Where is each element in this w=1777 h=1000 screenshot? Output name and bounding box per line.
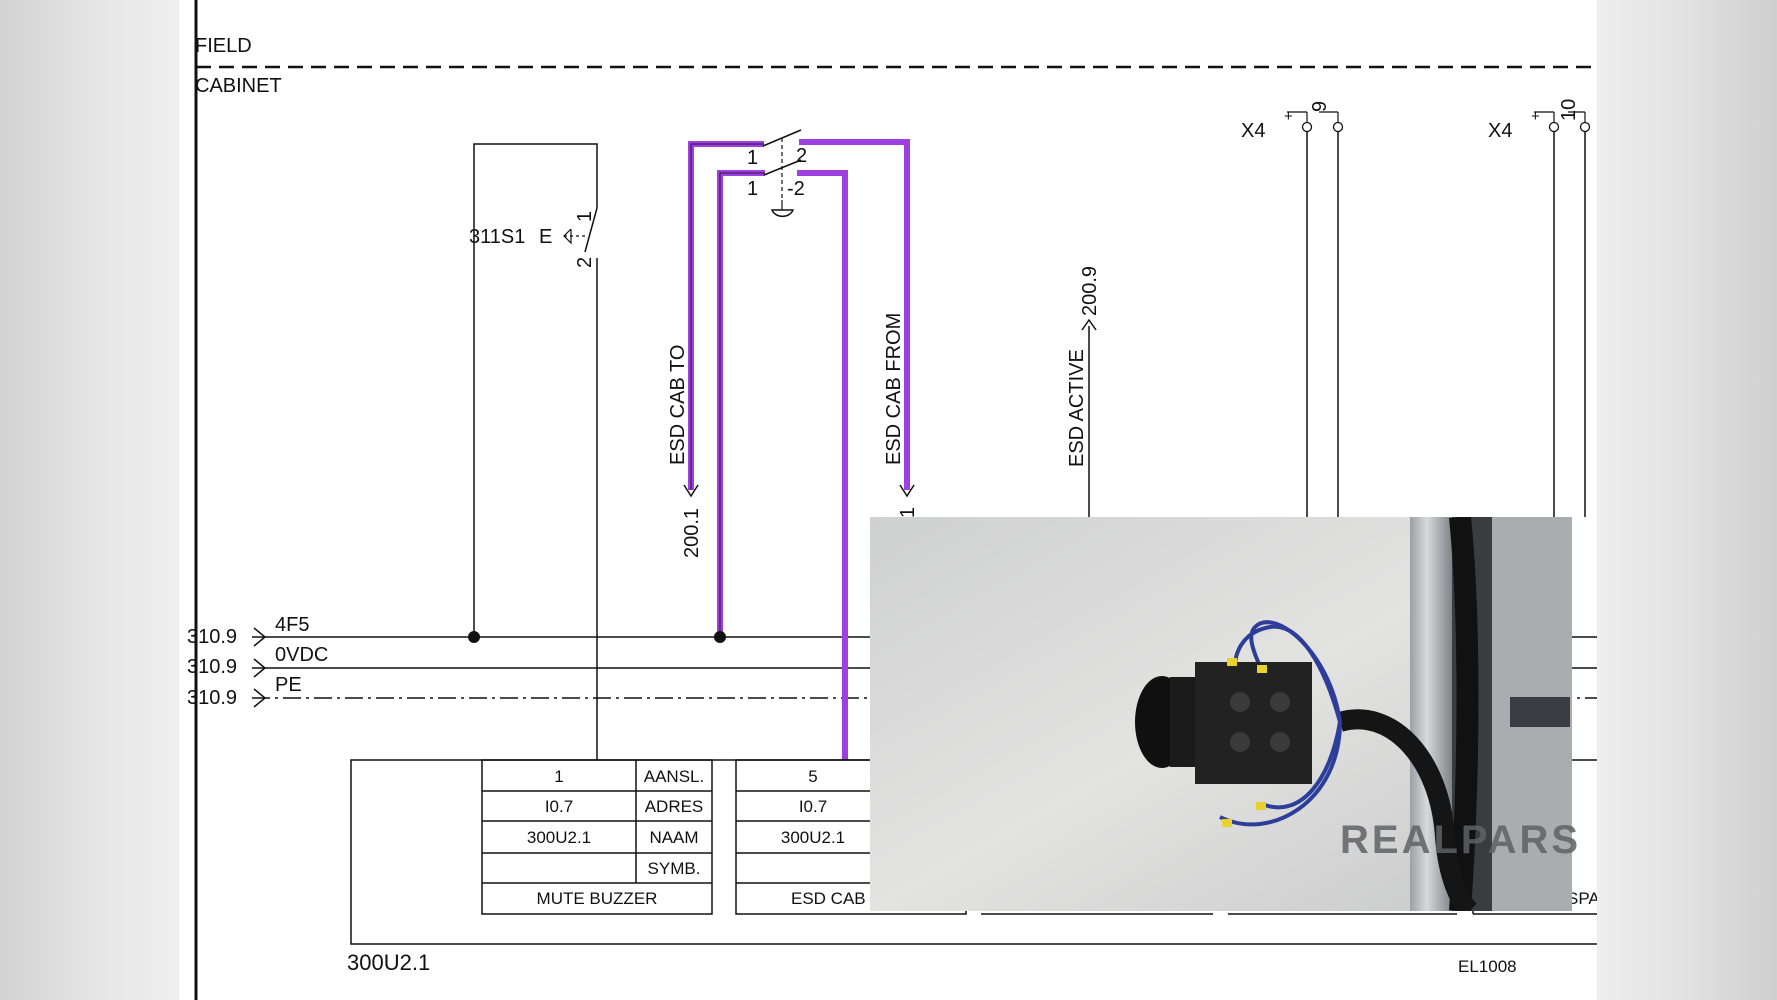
- rail-ref-2: 310.9: [187, 656, 237, 678]
- svg-text:+: +: [1284, 108, 1293, 125]
- terminal-x4-10: X4 + 10: [1488, 99, 1591, 517]
- junction-dot: [714, 631, 726, 643]
- realpars-logo: REALPARS: [1340, 818, 1582, 862]
- estop-pin-lower-right: -2: [787, 178, 805, 200]
- field-name-aansl: AANSL.: [644, 767, 704, 786]
- estop-pin-lower-left: 1: [747, 178, 758, 200]
- terminal-x4-10-label: X4: [1488, 120, 1512, 142]
- wiring-diagram: FIELD CABINET 310.9 310.9 310.9 4F5 0VDC…: [187, 0, 1597, 1000]
- signal-labels: ESD CAB TO 200.1 ESD CAB FROM 1 ESD ACTI…: [667, 266, 1101, 558]
- terminal-x4-9-number: 9: [1309, 101, 1331, 112]
- cell-aansl: 5: [808, 767, 817, 786]
- cell-naam: 300U2.1: [527, 828, 591, 847]
- esd-highlighted-wiring: 1 2 1 -2: [688, 129, 910, 760]
- right-background: [1597, 0, 1777, 1000]
- field-name-naam: NAAM: [649, 828, 698, 847]
- drawing-number: EL1008: [1458, 957, 1517, 976]
- cell-adres: I0.7: [545, 797, 573, 816]
- cabinet-label: CABINET: [195, 75, 282, 97]
- module-tag: 300U2.1: [347, 950, 430, 975]
- cell-description-partial: SPA: [1567, 889, 1597, 908]
- rail-arrow-2: [253, 658, 267, 678]
- switch-311s1-contact: [584, 207, 598, 253]
- rail-ref-1: 310.9: [187, 626, 237, 648]
- cell-aansl: 1: [554, 767, 563, 786]
- signal-arrow: [683, 484, 699, 498]
- terminal-x4-10-number: 10: [1558, 99, 1580, 121]
- rail-name-pe: PE: [275, 674, 302, 696]
- estop-pin-upper-left: 1: [747, 147, 758, 169]
- estop-pin-upper-right: 2: [796, 145, 807, 167]
- switch-photo-illustration: [870, 517, 1572, 911]
- signal-esd-cab-to-ref: 200.1: [681, 508, 703, 558]
- signal-esd-cab-from-ref: 1: [897, 507, 919, 518]
- svg-text:+: +: [1531, 108, 1540, 125]
- field-name-symb: SYMB.: [648, 859, 701, 878]
- io-table-mute-buzzer: 1 I0.7 300U2.1 AANSL. ADRES NAAM SYMB. M…: [481, 759, 713, 915]
- left-background: [0, 0, 179, 1000]
- signal-esd-active-ref: 200.9: [1079, 266, 1101, 316]
- switch-311s1-pin2: 2: [574, 257, 596, 268]
- io-table-hidden-columns: SPA: [981, 760, 1597, 915]
- terminal-x4-9: X4 + 9: [1241, 101, 1344, 517]
- rail-arrow-1: [253, 627, 267, 647]
- junction-dot: [468, 631, 480, 643]
- cell-adres: I0.7: [799, 797, 827, 816]
- signal-esd-active: ESD ACTIVE: [1066, 349, 1088, 467]
- cable-sleeve: [1337, 709, 1478, 911]
- field-label: FIELD: [195, 35, 252, 57]
- signal-esd-cab-from: ESD CAB FROM: [883, 313, 905, 465]
- switch-311s1-pin1: 1: [574, 211, 596, 222]
- switch-311s1-e: E: [539, 226, 552, 248]
- switch-311s1-tag: 311S1: [469, 226, 525, 248]
- rail-arrow-3: [253, 688, 267, 708]
- mushroom-head-icon: [770, 209, 795, 218]
- cell-description: MUTE BUZZER: [537, 889, 658, 908]
- signal-arrow: [899, 484, 915, 498]
- signal-arrow: [1081, 318, 1097, 331]
- terminal-x4-9-label: X4: [1241, 120, 1265, 142]
- pushbutton-actuator-icon: [563, 228, 572, 245]
- rail-ref-3: 310.9: [187, 687, 237, 709]
- mute-buzzer-circuit: 311S1 E 1 2: [468, 143, 598, 760]
- cell-description: ESD CAB: [791, 889, 866, 908]
- switch-photo-inset: [870, 517, 1572, 911]
- rail-name-4f5: 4F5: [275, 614, 309, 636]
- field-name-adres: ADRES: [645, 797, 704, 816]
- rail-name-0vdc: 0VDC: [275, 644, 328, 666]
- contact-block: [1195, 662, 1312, 784]
- cell-naam: 300U2.1: [781, 828, 845, 847]
- signal-esd-cab-to: ESD CAB TO: [667, 345, 689, 465]
